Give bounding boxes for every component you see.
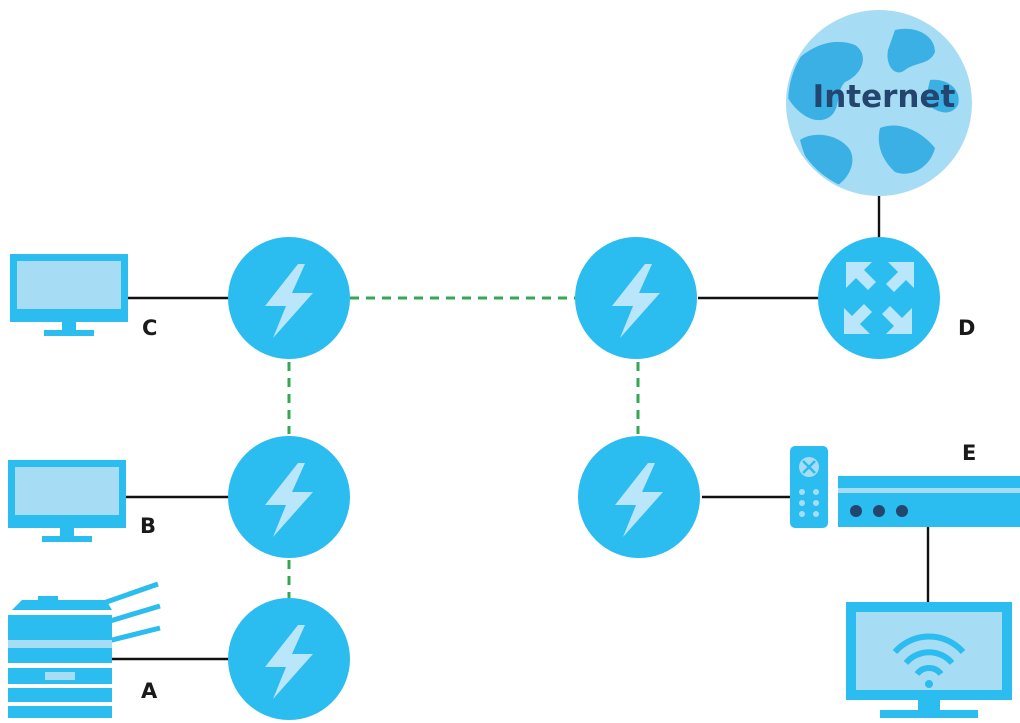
lightning-bolt-icon bbox=[228, 598, 350, 720]
printer-icon bbox=[8, 581, 161, 718]
label-a: A bbox=[141, 679, 158, 703]
label-c: C bbox=[142, 316, 157, 340]
globe-icon: Internet bbox=[786, 10, 972, 196]
label-b: B bbox=[140, 514, 156, 538]
router-arrows-icon bbox=[818, 237, 940, 359]
internet-label: Internet bbox=[813, 79, 956, 115]
monitor-icon bbox=[10, 254, 128, 336]
lightning-bolt-icon bbox=[228, 237, 350, 359]
label-d: D bbox=[958, 316, 975, 340]
monitor-icon bbox=[8, 460, 126, 542]
lightning-bolt-icon bbox=[578, 436, 700, 558]
set-top-box-icon bbox=[838, 476, 1020, 527]
label-e: E bbox=[962, 441, 976, 465]
lightning-bolt-icon bbox=[575, 237, 697, 359]
lightning-bolt-icon bbox=[228, 436, 350, 558]
remote-control-icon bbox=[790, 446, 828, 528]
wifi-tv-icon bbox=[846, 602, 1012, 718]
